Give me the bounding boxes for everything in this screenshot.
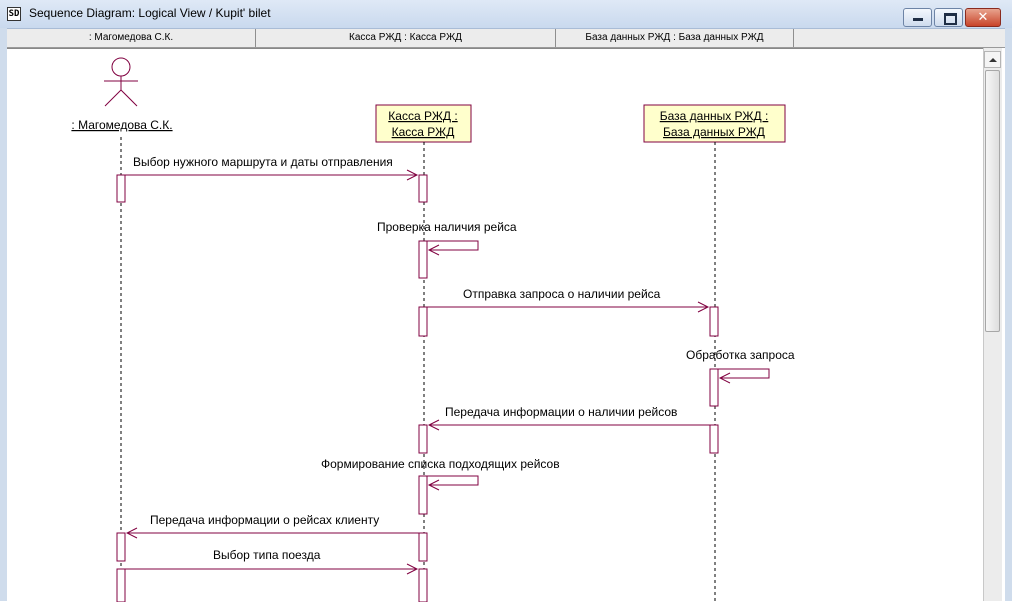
close-button[interactable]: ✕ bbox=[965, 8, 1001, 27]
maximize-button[interactable] bbox=[934, 8, 963, 27]
minimize-button[interactable] bbox=[903, 8, 932, 27]
message-label-1[interactable]: Выбор нужного маршрута и даты отправлени… bbox=[133, 155, 393, 169]
activation-database-3[interactable] bbox=[709, 424, 719, 454]
activation-kassa-2[interactable] bbox=[418, 240, 428, 279]
sequence-diagram: : Магомедова С.К. Касса РЖД : Касса РЖД … bbox=[71, 57, 795, 603]
scroll-up-button[interactable] bbox=[984, 51, 1001, 68]
activation-database-1[interactable] bbox=[709, 306, 719, 337]
arrowhead-4 bbox=[718, 372, 731, 384]
vertical-scrollbar[interactable] bbox=[983, 48, 1002, 601]
close-icon: ✕ bbox=[977, 10, 989, 25]
message-label-7[interactable]: Передача информации о рейсах клиенту bbox=[150, 513, 379, 527]
activation-kassa-3[interactable] bbox=[418, 306, 428, 337]
arrowhead-3 bbox=[697, 301, 710, 313]
header-actor[interactable]: : Магомедова С.К. bbox=[7, 29, 256, 47]
message-label-6[interactable]: Формирование списка подходящих рейсов bbox=[321, 457, 560, 471]
actor-leg-right bbox=[120, 89, 138, 107]
activation-kassa-4[interactable] bbox=[418, 424, 428, 454]
arrowhead-5 bbox=[427, 419, 440, 431]
activation-kassa-7[interactable] bbox=[418, 568, 428, 603]
object-kassa-line2: Касса РЖД bbox=[392, 125, 455, 139]
sequence-diagram-icon: SD bbox=[7, 7, 21, 21]
header-database[interactable]: База данных РЖД : База данных РЖД bbox=[556, 29, 794, 47]
actor-label[interactable]: : Магомедова С.К. bbox=[71, 118, 172, 132]
arrowhead-2 bbox=[427, 244, 440, 256]
title-bar: SD Sequence Diagram: Logical View / Kupi… bbox=[0, 0, 1012, 29]
message-arrow-6[interactable] bbox=[427, 475, 479, 486]
object-box-kassa[interactable] bbox=[375, 104, 472, 143]
actor-leg-left bbox=[104, 89, 122, 107]
object-database-line2: База данных РЖД bbox=[663, 125, 765, 139]
arrowhead-8 bbox=[406, 563, 419, 575]
message-label-3[interactable]: Отправка запроса о наличии рейса bbox=[463, 287, 661, 301]
activation-database-2[interactable] bbox=[709, 368, 719, 407]
message-label-5[interactable]: Передача информации о наличии рейсов bbox=[445, 405, 677, 419]
message-label-4[interactable]: Обработка запроса bbox=[686, 348, 795, 362]
activation-kassa-6[interactable] bbox=[418, 532, 428, 562]
scroll-thumb[interactable] bbox=[985, 70, 1000, 332]
lifeline-header-bar: : Магомедова С.К. Касса РЖД : Касса РЖД … bbox=[7, 29, 1005, 48]
activation-kassa-5[interactable] bbox=[418, 475, 428, 515]
activation-actor-3[interactable] bbox=[116, 568, 126, 603]
object-box-database[interactable] bbox=[643, 104, 786, 143]
activation-kassa-1[interactable] bbox=[418, 174, 428, 203]
window-title: Sequence Diagram: Logical View / Kupit' … bbox=[29, 6, 271, 20]
message-label-8[interactable]: Выбор типа поезда bbox=[213, 548, 321, 562]
message-label-2[interactable]: Проверка наличия рейса bbox=[377, 220, 517, 234]
arrowhead-7 bbox=[125, 527, 138, 539]
activation-actor-2[interactable] bbox=[116, 532, 126, 562]
window-frame-right bbox=[1005, 28, 1012, 601]
actor-figure[interactable] bbox=[104, 57, 138, 107]
object-kassa-line1: Касса РЖД : bbox=[388, 109, 457, 123]
header-kassa[interactable]: Касса РЖД : Касса РЖД bbox=[256, 29, 556, 47]
activation-actor-1[interactable] bbox=[116, 174, 126, 203]
message-arrow-4[interactable] bbox=[718, 368, 770, 379]
actor-head bbox=[111, 57, 131, 77]
minimize-icon bbox=[904, 9, 931, 26]
window-frame-left bbox=[0, 28, 7, 601]
message-arrow-2[interactable] bbox=[427, 240, 479, 251]
object-database-line1: База данных РЖД : bbox=[660, 109, 769, 123]
maximize-icon bbox=[935, 9, 962, 26]
arrowhead-6 bbox=[427, 479, 440, 491]
diagram-canvas[interactable]: : Магомедова С.К. Касса РЖД : Касса РЖД … bbox=[7, 48, 983, 603]
arrowhead-1 bbox=[406, 169, 419, 181]
